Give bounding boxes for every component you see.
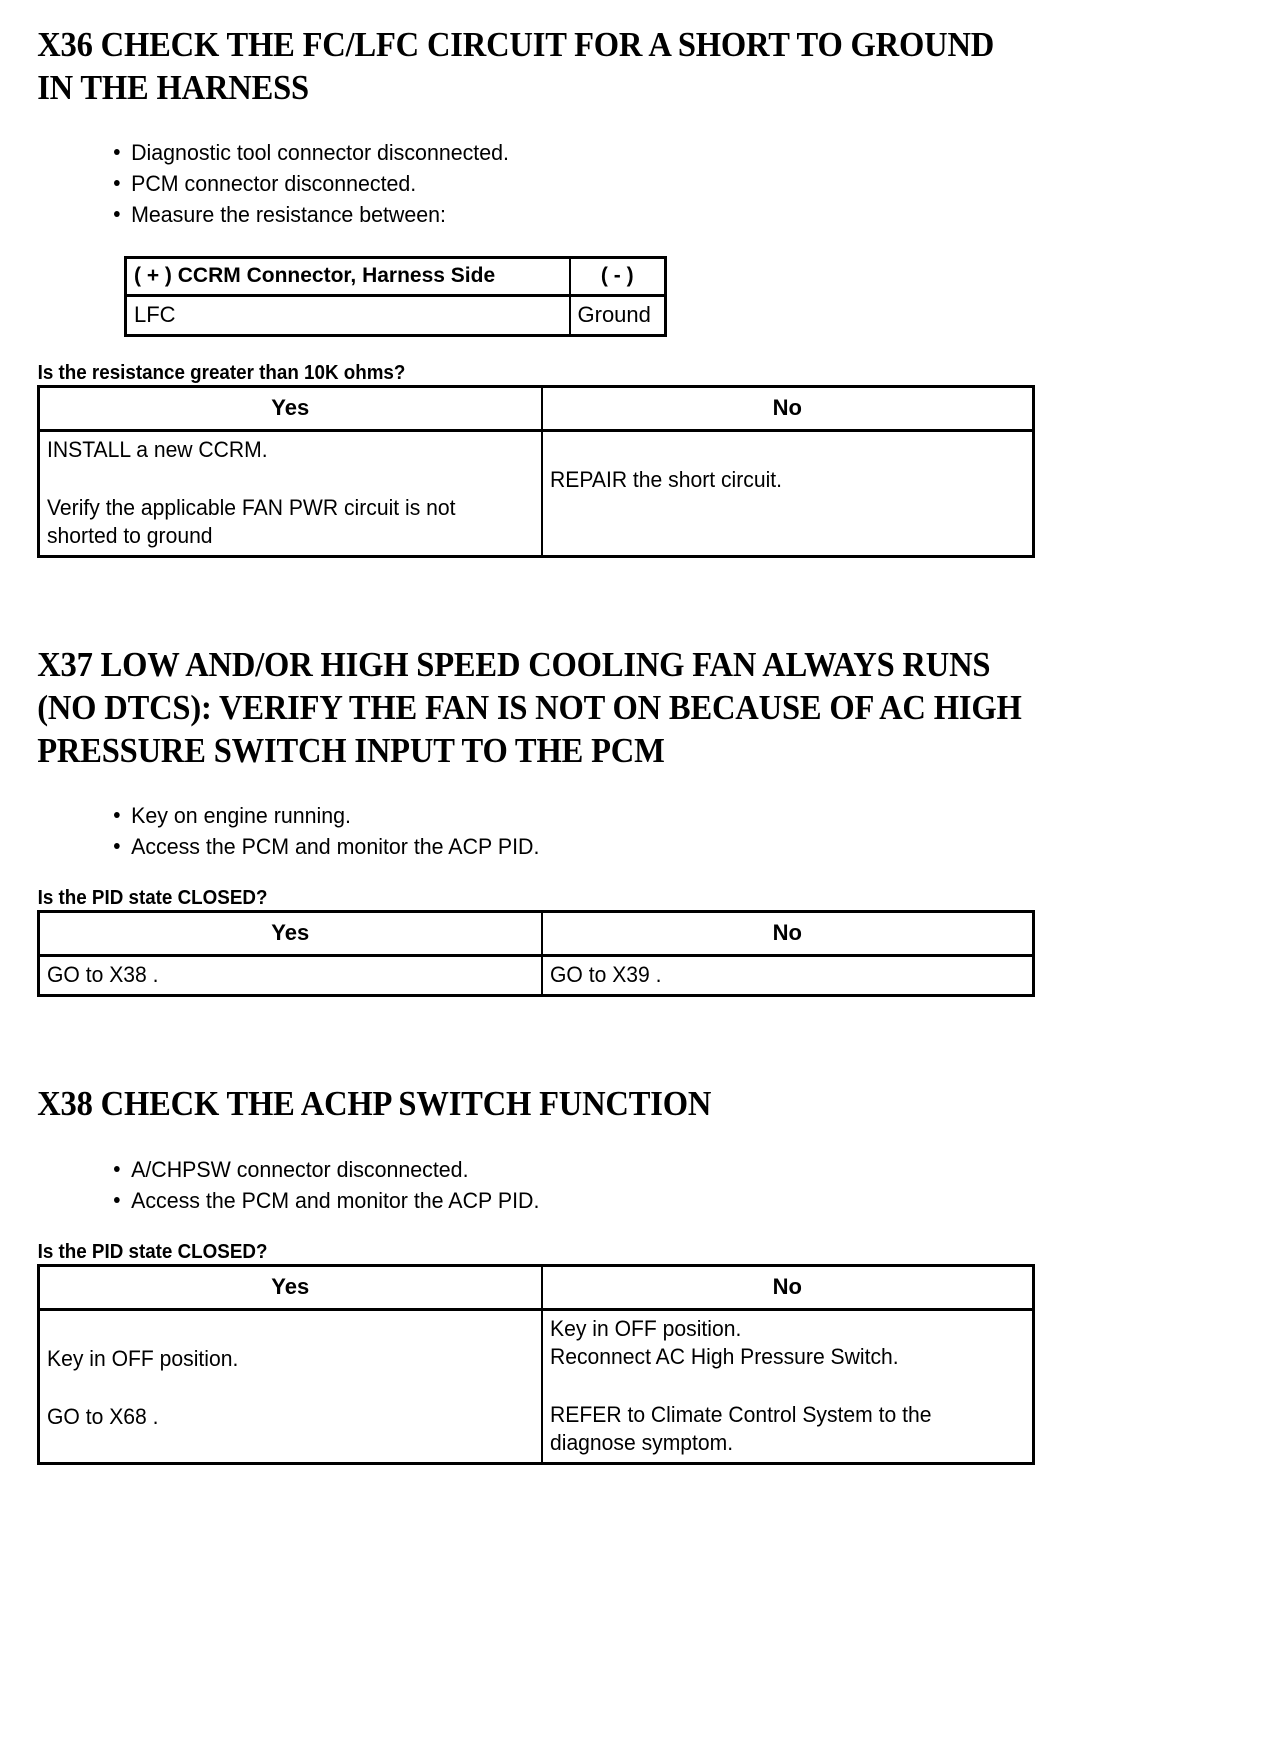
list-item: Diagnostic tool connector disconnected. bbox=[0, 137, 1216, 168]
section-x36-question: Is the resistance greater than 10K ohms? bbox=[37, 362, 406, 385]
decision-yes-line-1: INSTALL a new CCRM. bbox=[47, 437, 268, 463]
decision-yes-line-2: Key in OFF position. bbox=[47, 1346, 239, 1372]
bullet-text: A/CHPSW connector disconnected. bbox=[131, 1157, 469, 1183]
list-item: Key on engine running. bbox=[0, 800, 1216, 831]
table-row: GO to X38 . GO to X39 . bbox=[38, 955, 1034, 996]
decision-yes-line-blank bbox=[47, 1315, 534, 1345]
section-x36-bullet-list: Diagnostic tool connector disconnected. … bbox=[0, 137, 1280, 230]
section-x38-title: X38 CHECK THE ACHP SWITCH FUNCTION bbox=[0, 1083, 1190, 1126]
decision-cell-no: Key in OFF position. Reconnect AC High P… bbox=[542, 1310, 1034, 1464]
decision-yes-line-3: Verify the applicable FAN PWR circuit is… bbox=[47, 495, 456, 521]
decision-cell-no: REPAIR the short circuit. bbox=[542, 431, 1034, 557]
section-x37-bullet-list: Key on engine running. Access the PCM an… bbox=[0, 800, 1280, 862]
decision-table-x36: Yes No INSTALL a new CCRM. Verify the ap… bbox=[37, 385, 1035, 559]
decision-no-line-1: GO to X39 . bbox=[549, 962, 662, 988]
decision-cell-yes: Key in OFF position. GO to X68 . bbox=[38, 1309, 543, 1464]
list-item: Measure the resistance between: bbox=[0, 199, 1216, 230]
decision-header-yes: Yes bbox=[38, 386, 543, 433]
bullet-dot-icon bbox=[114, 180, 120, 187]
bullet-text: Access the PCM and monitor the ACP PID. bbox=[131, 834, 540, 860]
section-x37-title: X37 LOW AND/OR HIGH SPEED COOLING FAN AL… bbox=[0, 644, 1190, 772]
measurement-cell-positive: LFC bbox=[124, 294, 571, 337]
decision-header-yes: Yes bbox=[38, 911, 543, 958]
measurement-header-negative: ( - ) bbox=[568, 256, 667, 298]
decision-table-x37: Yes No GO to X38 . GO to X39 . bbox=[37, 910, 1035, 998]
section-x37-title-line-2: (NO DTCS): VERIFY THE FAN IS NOT ON BECA… bbox=[37, 688, 1022, 728]
table-header-row: Yes No bbox=[38, 1265, 1034, 1312]
decision-table-x38: Yes No Key in OFF position. GO to X68 . … bbox=[37, 1264, 1035, 1466]
section-x36-title-line-2: IN THE HARNESS bbox=[37, 67, 309, 107]
measurement-table: ( + ) CCRM Connector, Harness Side ( - )… bbox=[124, 256, 667, 338]
measurement-cell-negative: Ground bbox=[568, 294, 667, 337]
bullet-dot-icon bbox=[114, 211, 120, 218]
decision-no-line-1: REPAIR the short circuit. bbox=[549, 467, 782, 493]
list-item: Access the PCM and monitor the ACP PID. bbox=[0, 1185, 1216, 1216]
decision-yes-line-4: shorted to ground bbox=[47, 523, 213, 549]
table-row: INSTALL a new CCRM. Verify the applicabl… bbox=[38, 430, 1034, 557]
decision-no-line-1: Key in OFF position. bbox=[549, 1316, 741, 1342]
section-x36-title-line-1: X36 CHECK THE FC/LFC CIRCUIT FOR A SHORT… bbox=[37, 25, 995, 64]
bullet-dot-icon bbox=[114, 1197, 120, 1204]
measurement-header-positive: ( + ) CCRM Connector, Harness Side bbox=[124, 256, 571, 298]
decision-header-no: No bbox=[541, 1265, 1034, 1312]
decision-header-no: No bbox=[541, 911, 1034, 958]
decision-cell-no: GO to X39 . bbox=[542, 956, 1034, 996]
section-x38-bullet-list: A/CHPSW connector disconnected. Access t… bbox=[0, 1154, 1280, 1216]
decision-cell-yes: INSTALL a new CCRM. Verify the applicabl… bbox=[38, 430, 543, 557]
decision-cell-yes: GO to X38 . bbox=[38, 955, 543, 996]
list-item: A/CHPSW connector disconnected. bbox=[0, 1154, 1216, 1185]
table-header-row: Yes No bbox=[38, 911, 1034, 958]
decision-header-no: No bbox=[541, 386, 1034, 433]
section-x37-title-line-3: PRESSURE SWITCH INPUT TO THE PCM bbox=[37, 730, 665, 770]
section-x37-question: Is the PID state CLOSED? bbox=[37, 887, 268, 910]
table-header-row: ( + ) CCRM Connector, Harness Side ( - ) bbox=[124, 256, 667, 298]
bullet-text: Key on engine running. bbox=[131, 803, 351, 829]
section-x37-title-line-1: X37 LOW AND/OR HIGH SPEED COOLING FAN AL… bbox=[37, 645, 991, 685]
bullet-dot-icon bbox=[114, 812, 120, 819]
list-item: PCM connector disconnected. bbox=[0, 168, 1216, 199]
table-row: Key in OFF position. GO to X68 . Key in … bbox=[38, 1309, 1034, 1464]
bullet-dot-icon bbox=[114, 843, 120, 850]
section-x36: X36 CHECK THE FC/LFC CIRCUIT FOR A SHORT… bbox=[0, 24, 1280, 559]
decision-no-line-2: Reconnect AC High Pressure Switch. bbox=[549, 1344, 899, 1370]
decision-yes-line-blank bbox=[47, 464, 534, 494]
list-item: Access the PCM and monitor the ACP PID. bbox=[0, 831, 1216, 862]
decision-no-line-4: REFER to Climate Control System to the bbox=[549, 1402, 931, 1428]
bullet-dot-icon bbox=[114, 1166, 120, 1173]
section-x38-question: Is the PID state CLOSED? bbox=[37, 1241, 268, 1264]
table-row: LFC Ground bbox=[124, 294, 667, 337]
section-x36-title: X36 CHECK THE FC/LFC CIRCUIT FOR A SHORT… bbox=[0, 24, 1190, 109]
decision-no-line-5: diagnose symptom. bbox=[549, 1430, 733, 1456]
decision-no-line-blank bbox=[550, 436, 1026, 466]
decision-yes-line-4: GO to X68 . bbox=[47, 1404, 159, 1430]
decision-header-yes: Yes bbox=[38, 1265, 543, 1312]
table-header-row: Yes No bbox=[38, 386, 1034, 433]
section-x37: X37 LOW AND/OR HIGH SPEED COOLING FAN AL… bbox=[0, 644, 1280, 998]
decision-yes-line-1: GO to X38 . bbox=[47, 962, 159, 988]
section-x38: X38 CHECK THE ACHP SWITCH FUNCTION A/CHP… bbox=[0, 1083, 1280, 1466]
bullet-text: Diagnostic tool connector disconnected. bbox=[131, 140, 509, 166]
bullet-dot-icon bbox=[114, 149, 120, 156]
decision-no-line-blank bbox=[550, 1371, 1026, 1401]
bullet-text: PCM connector disconnected. bbox=[131, 171, 417, 197]
section-x38-title-line-1: X38 CHECK THE ACHP SWITCH FUNCTION bbox=[37, 1084, 712, 1124]
bullet-text: Access the PCM and monitor the ACP PID. bbox=[131, 1188, 540, 1214]
bullet-text: Measure the resistance between: bbox=[131, 202, 446, 228]
decision-yes-line-blank-2 bbox=[47, 1373, 534, 1403]
